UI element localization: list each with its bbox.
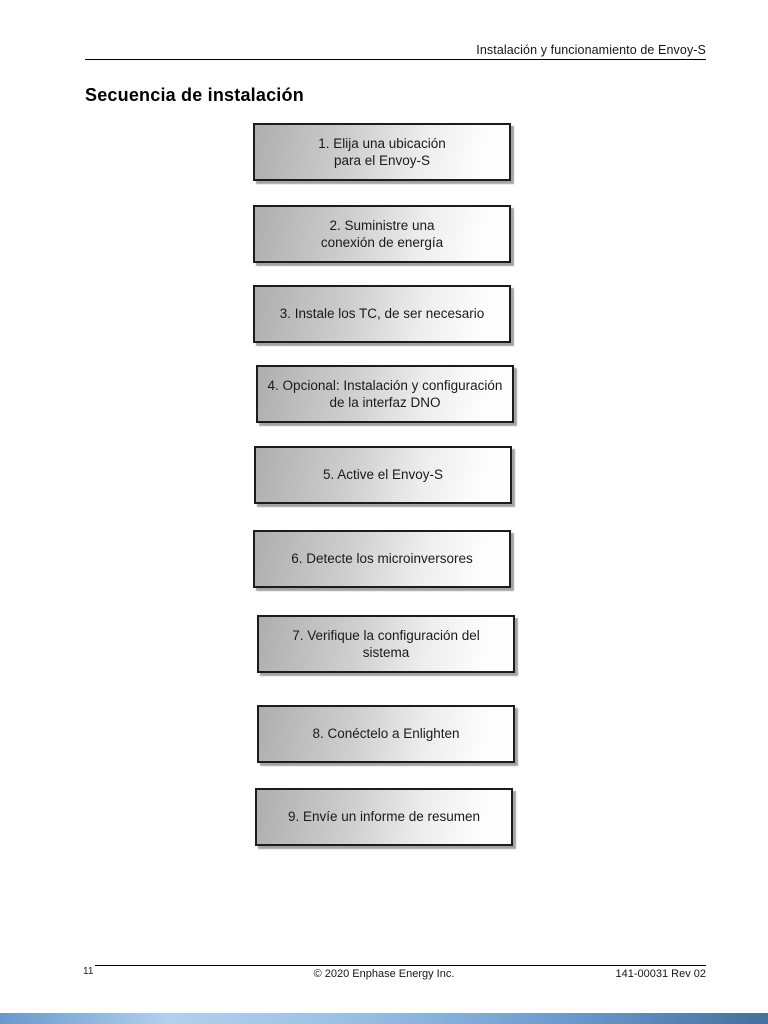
flowchart-step-4: 4. Opcional: Instalación y configuración…: [256, 365, 514, 423]
flowchart-step-1: 1. Elija una ubicación para el Envoy-S: [253, 123, 511, 181]
footer-document-number: 141-00031 Rev 02: [615, 968, 706, 980]
footer-rule: [95, 965, 706, 966]
flowchart-step-2: 2. Suministre una conexión de energía: [253, 205, 511, 263]
flowchart-step-8: 8. Conéctelo a Enlighten: [257, 705, 515, 763]
flowchart-step-7: 7. Verifique la configuración del sistem…: [257, 615, 515, 673]
footer-page-number: 11: [83, 966, 94, 977]
viewer-bottom-bar: [0, 1013, 768, 1024]
footer-copyright: © 2020 Enphase Energy Inc.: [313, 968, 455, 980]
flowchart-step-6: 6. Detecte los microinversores: [253, 530, 511, 588]
flowchart-step-3: 3. Instale los TC, de ser necesario: [253, 285, 511, 343]
flowchart-step-9: 9. Envíe un informe de resumen: [255, 788, 513, 846]
page-title: Secuencia de instalación: [85, 85, 304, 105]
flowchart-step-5: 5. Active el Envoy-S: [254, 446, 512, 504]
header-rule: [85, 59, 706, 60]
running-header-title: Instalación y funcionamiento de Envoy-S: [476, 43, 706, 57]
